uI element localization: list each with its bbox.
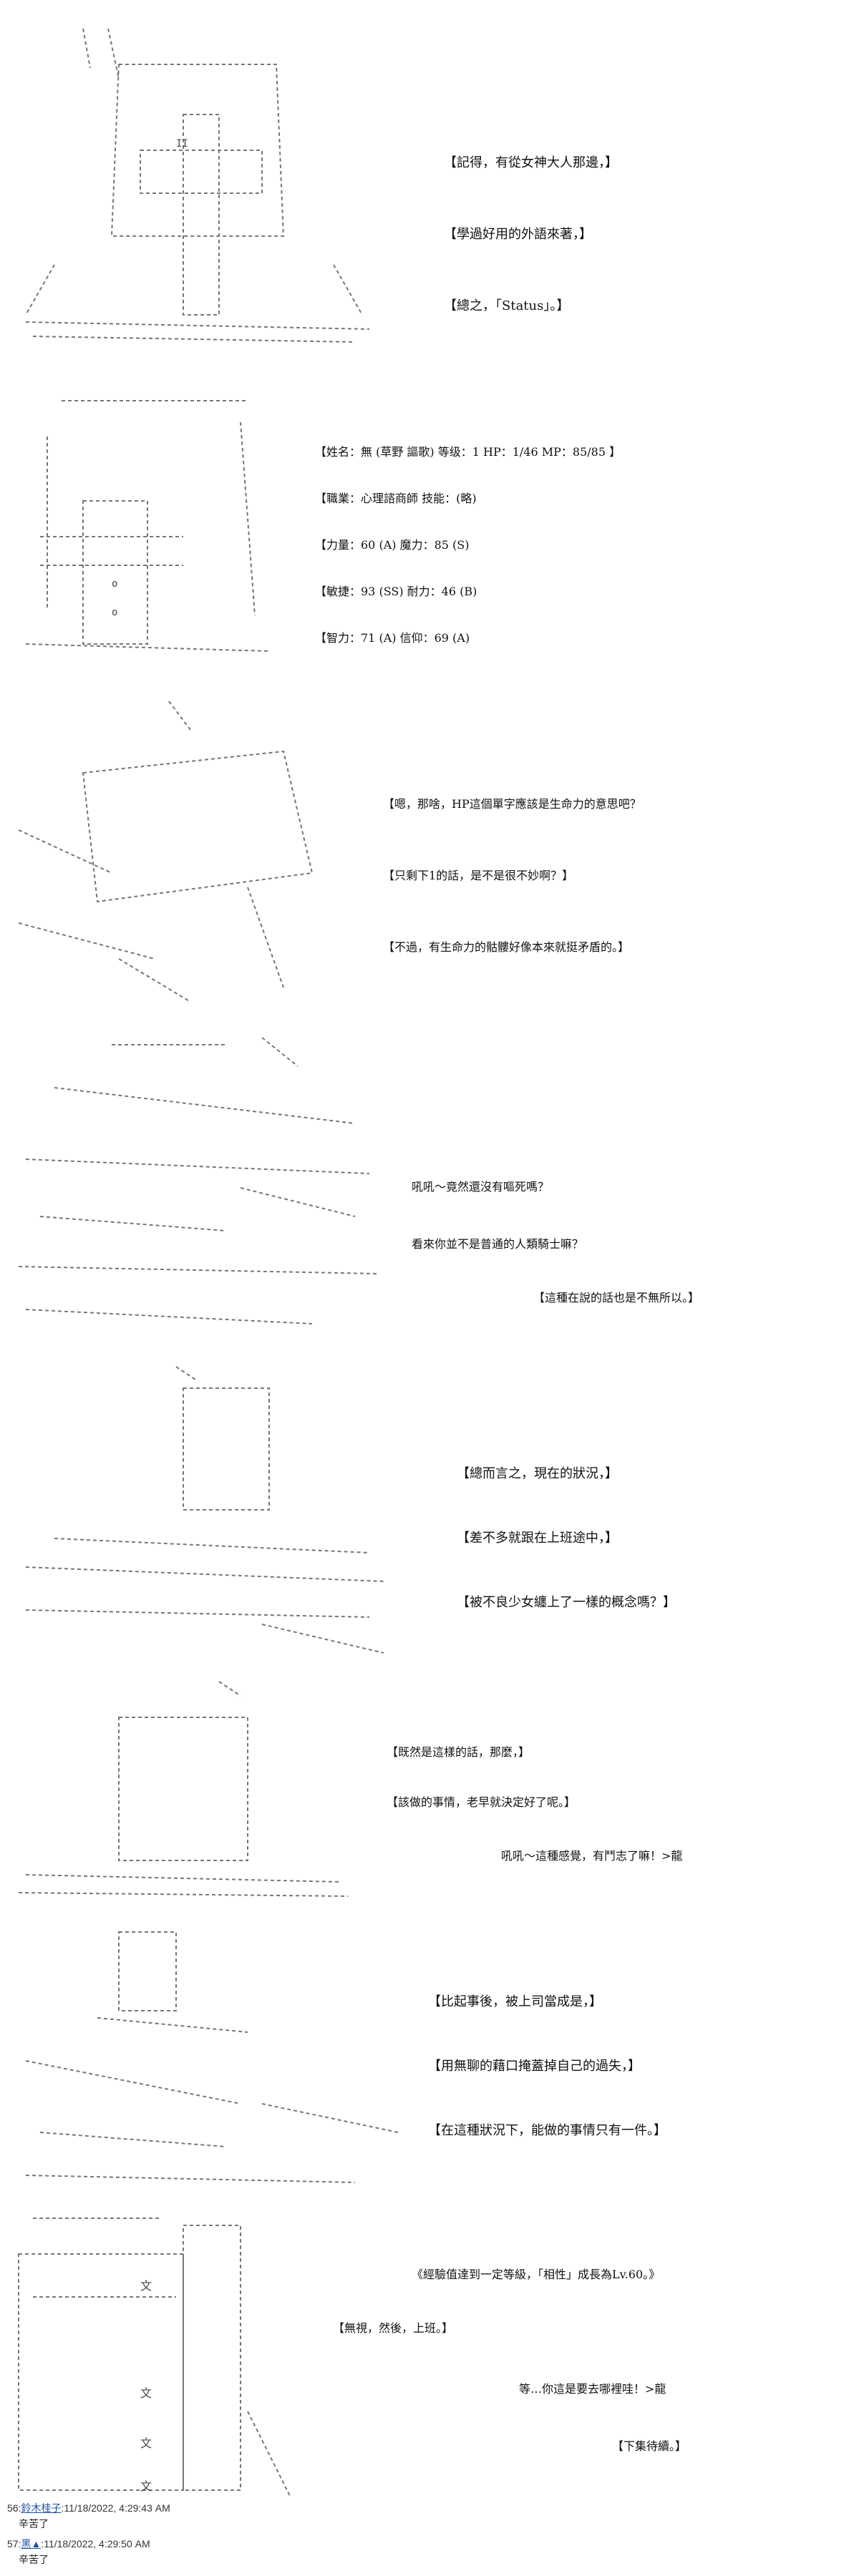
dialogue-line: 【在這種狀況下，能做的事情只有一件。】	[428, 2123, 666, 2138]
comment-user-link[interactable]: 鈴木桂子	[21, 2502, 62, 2514]
ascii-art-corridor: 文 文 文 文	[18, 2218, 291, 2498]
panel-5: 【總而言之，現在的狀況，】 【差不多就跟在上班途中，】 【被不良少女纏上了一樣的…	[0, 1352, 859, 1667]
dialogue-line: 【嗯，那啥，HP這個單字應該是生命力的意思吧？	[383, 797, 641, 811]
ascii-art-knight-helmet: II	[25, 28, 370, 343]
status-line: 【姓名：無 (草野 謳歌) 等级：1 HP：1/46 MP：85/85 】	[315, 445, 621, 459]
status-line: 【敏捷：93 (SS) 耐力：46 (B)	[315, 585, 477, 598]
comment-number: 56:	[7, 2502, 21, 2514]
comment-body: 辛苦了	[19, 2554, 49, 2565]
panel-2: o o 【姓名：無 (草野 謳歌) 等级：1 HP：1/46 MP：85/85 …	[0, 379, 859, 680]
panel-1: II 【記得，有從女神大人那邊，】 【學過好用的外語來著，】 【總之，「Stat…	[0, 0, 859, 358]
status-line: 【職業：心理諮商師 技能：(略)	[315, 492, 477, 505]
ascii-art-dragon-girl	[18, 1037, 377, 1324]
dialogue-line: 吼吼～竟然還沒有嘔死嗎？	[412, 1180, 550, 1194]
ascii-art-knight-pointing	[18, 701, 314, 1002]
dialogue-line: 【這種在說的話也是不無所以。】	[533, 1291, 700, 1304]
dialogue-line: 【被不良少女纏上了一樣的概念嗎？】	[457, 1595, 676, 1610]
ascii-art-knight-walking	[25, 1366, 384, 1654]
comment-date: 11/18/2022, 4:29:50 AM	[44, 2538, 150, 2550]
svg-text:II: II	[176, 138, 188, 150]
dialogue-line: 【記得，有從女神大人那邊，】	[444, 155, 618, 170]
ascii-art-knight-fighting	[25, 1931, 398, 2183]
comment-number: 57:	[7, 2538, 21, 2550]
comment-date: 11/18/2022, 4:29:43 AM	[64, 2502, 170, 2514]
dialogue-line: 【只剩下1的話，是不是很不妙啊？】	[383, 869, 574, 882]
dialogue-line: 【學過好用的外語來著，】	[444, 227, 592, 242]
dialogue-line: 【無視，然後，上班。】	[333, 2321, 454, 2335]
status-line: 【智力：71 (A) 信仰：69 (A)	[315, 631, 470, 645]
dialogue-line: 看來你並不是普通的人類騎士嘛？	[412, 1237, 584, 1251]
svg-text:文: 文	[140, 2386, 152, 2400]
dialogue-line: 吼吼～這種感覺，有鬥志了嘛！>龍	[501, 1849, 683, 1863]
system-message: 《經驗值達到一定等級，「相性」成長為Lv.60。》	[412, 2268, 661, 2281]
status-line: 【力量：60 (A) 魔力：85 (S)	[315, 538, 470, 552]
ascii-art-skeleton-knight: o o	[25, 400, 270, 652]
dialogue-line: 【比起事後，被上司當成是，】	[428, 1994, 602, 2009]
dialogue-line: 【下集待續。】	[612, 2439, 687, 2453]
comment-item: 56:鈴木桂子:11/18/2022, 4:29:43 AM 辛苦了	[7, 2502, 170, 2529]
dialogue-line: 【該做的事情，老早就決定好了呢。】	[387, 1795, 576, 1809]
dialogue-line: 【用無聊的藉口掩蓋掉自己的過失，】	[428, 2059, 641, 2074]
svg-text:o: o	[112, 578, 117, 590]
dialogue-line: 【差不多就跟在上班途中，】	[457, 1531, 618, 1546]
comment-item: 57:黑▲:11/18/2022, 4:29:50 AM 辛苦了	[7, 2538, 150, 2565]
svg-text:文: 文	[140, 2279, 152, 2293]
dialogue-line: 等…你這是要去哪裡哇！>龍	[519, 2382, 666, 2396]
svg-text:文: 文	[140, 2436, 152, 2450]
dialogue-line: 【總之，「Status」。】	[444, 298, 570, 313]
dialogue-line: 【既然是這樣的話，那麼，】	[387, 1745, 530, 1759]
panel-7: 【比起事後，被上司當成是，】 【用無聊的藉口掩蓋掉自己的過失，】 【在這種狀況下…	[0, 1918, 859, 2204]
panel-6: 【既然是這樣的話，那麼，】 【該做的事情，老早就決定好了呢。】 吼吼～這種感覺，…	[0, 1674, 859, 1911]
ascii-art-knight-helmet-small	[18, 1681, 349, 1897]
comment-body: 辛苦了	[19, 2518, 49, 2529]
comment-user-link[interactable]: 黑▲	[21, 2538, 42, 2550]
svg-text:o: o	[112, 607, 117, 618]
panel-4: 吼吼～竟然還沒有嘔死嗎？ 看來你並不是普通的人類騎士嘛？ 【這種在說的話也是不無…	[0, 1030, 859, 1345]
dialogue-line: 【總而言之，現在的狀況，】	[457, 1466, 618, 1481]
svg-text:文: 文	[140, 2479, 152, 2493]
panel-3: 【嗯，那啥，HP這個單字應該是生命力的意思吧？ 【只剩下1的話，是不是很不妙啊？…	[0, 687, 859, 1023]
panel-8: 文 文 文 文 《經驗值達到一定等級，「相性」成長為Lv.60。》 【無視，然後…	[0, 2211, 859, 2512]
dialogue-line: 【不過，有生命力的骷髏好像本來就挺矛盾的。】	[383, 940, 630, 954]
